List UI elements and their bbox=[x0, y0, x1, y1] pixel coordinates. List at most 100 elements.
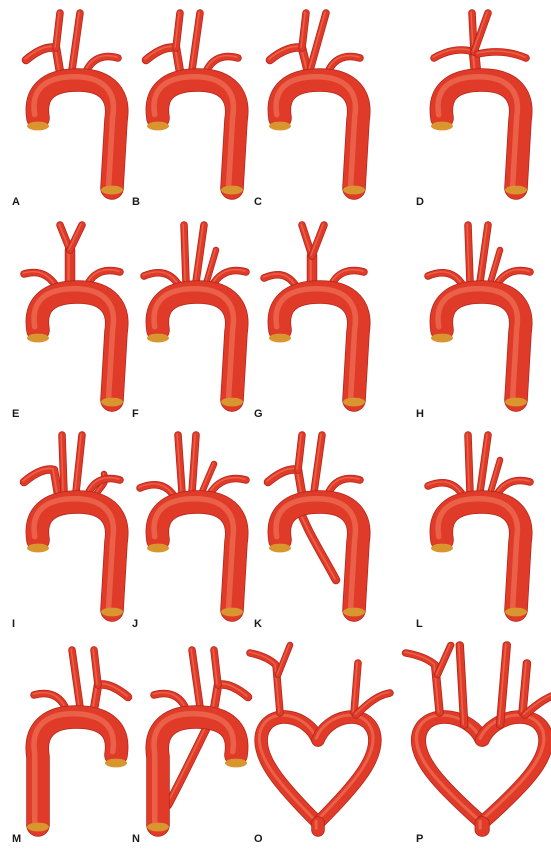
panel-label: L bbox=[416, 618, 423, 630]
left-carotid bbox=[312, 225, 324, 256]
panel-b: B bbox=[128, 8, 265, 219]
vessel-cut-end bbox=[505, 186, 527, 195]
panel-d: D bbox=[412, 8, 549, 219]
vessel-cut-end bbox=[27, 122, 49, 131]
aortic-arch-drawing bbox=[128, 645, 265, 835]
left-carotid bbox=[76, 435, 82, 492]
right-arch-limb bbox=[318, 717, 375, 823]
aortic-arch-drawing bbox=[128, 8, 265, 198]
aortic-arch bbox=[279, 292, 358, 400]
panel-label: K bbox=[254, 618, 262, 630]
left-carotid bbox=[196, 225, 204, 282]
aortic-arch bbox=[157, 502, 236, 610]
vessel-cut-end bbox=[221, 186, 243, 195]
left-carotid bbox=[314, 435, 322, 492]
vessel-cut-end bbox=[431, 544, 453, 553]
panel-label: N bbox=[132, 833, 140, 845]
panel-c: C bbox=[250, 8, 387, 219]
double-arch-group bbox=[405, 644, 551, 830]
vessel-cut-end bbox=[27, 823, 49, 832]
left-carotid bbox=[70, 225, 82, 250]
aortic-arch-drawing bbox=[412, 645, 549, 835]
right-carotid bbox=[437, 645, 450, 675]
panel-label: E bbox=[12, 408, 20, 420]
aortic-arch bbox=[37, 80, 116, 188]
panel-p: P bbox=[412, 645, 549, 856]
panel-label: P bbox=[416, 833, 424, 845]
panel-label: M bbox=[12, 833, 22, 845]
aortic-arch-drawing bbox=[412, 8, 549, 198]
vessel-cut-end bbox=[147, 122, 169, 131]
aortic-arch-drawing bbox=[412, 220, 549, 410]
vessel-cut-end bbox=[221, 398, 243, 407]
aortic-arch bbox=[441, 502, 520, 610]
aortic-arch bbox=[157, 292, 236, 400]
vessel-cut-end bbox=[343, 608, 365, 617]
vessel-cut-end bbox=[505, 608, 527, 617]
vessel-cut-end bbox=[269, 334, 291, 343]
left-carotid bbox=[480, 225, 488, 282]
panel-g: G bbox=[250, 220, 387, 431]
vessel-cut-end bbox=[147, 544, 169, 553]
vessel-cut-end bbox=[269, 544, 291, 553]
vessel-cut-end bbox=[221, 608, 243, 617]
vessel-cut-end bbox=[431, 122, 453, 131]
panel-label: H bbox=[416, 408, 424, 420]
panel-label: C bbox=[254, 196, 262, 208]
vessel-cut-end bbox=[269, 122, 291, 131]
aortic-arch bbox=[37, 292, 116, 400]
right-arch-limb bbox=[482, 717, 546, 823]
panel-a: A bbox=[8, 8, 145, 219]
panel-m: M bbox=[8, 645, 145, 856]
aortic-arch-drawing bbox=[250, 220, 387, 410]
panel-label: D bbox=[416, 196, 424, 208]
left-carotid bbox=[192, 650, 200, 707]
aortic-arch bbox=[279, 80, 358, 188]
aortic-arch-drawing bbox=[250, 645, 387, 835]
panel-f: F bbox=[128, 220, 265, 431]
panel-n: N bbox=[128, 645, 265, 856]
aortic-arch bbox=[37, 502, 116, 610]
aortic-arch bbox=[441, 292, 520, 400]
vessel-cut-end bbox=[147, 823, 169, 832]
aortic-arch-drawing bbox=[8, 8, 145, 198]
vessel-cut-end bbox=[105, 759, 127, 768]
panel-label: O bbox=[254, 833, 263, 845]
vessel-cut-end bbox=[343, 398, 365, 407]
vessel-cut-end bbox=[505, 398, 527, 407]
vessel-cut-end bbox=[27, 334, 49, 343]
left-carotid bbox=[310, 13, 326, 70]
vessel-cut-end bbox=[431, 334, 453, 343]
aortic-arch-drawing bbox=[250, 8, 387, 198]
panel-l: L bbox=[412, 430, 549, 641]
panel-label: F bbox=[132, 408, 139, 420]
double-arch-group bbox=[249, 644, 390, 830]
panel-h: H bbox=[412, 220, 549, 431]
left-carotid bbox=[192, 13, 200, 70]
right-carotid bbox=[278, 645, 290, 675]
aortic-arch-drawing bbox=[8, 645, 145, 835]
aortic-arch bbox=[157, 80, 236, 188]
vessel-cut-end bbox=[101, 186, 123, 195]
panel-label: I bbox=[12, 618, 16, 630]
panel-j: J bbox=[128, 430, 265, 641]
panel-label: B bbox=[132, 196, 140, 208]
panel-e: E bbox=[8, 220, 145, 431]
left-carotid bbox=[480, 435, 488, 492]
vessel-cut-end bbox=[225, 759, 247, 768]
panel-label: A bbox=[12, 196, 20, 208]
aortic-arch-drawing bbox=[412, 430, 549, 620]
left-carotid bbox=[72, 650, 80, 707]
vessel-cut-end bbox=[27, 544, 49, 553]
left-carotid-highlight bbox=[309, 12, 325, 69]
aortic-arch-drawing bbox=[8, 430, 145, 620]
panel-o: O bbox=[250, 645, 387, 856]
left-carotid bbox=[72, 13, 80, 70]
vessel-cut-end bbox=[101, 398, 123, 407]
vessel-cut-end bbox=[147, 334, 169, 343]
panel-label: J bbox=[132, 618, 139, 630]
panel-k: K bbox=[250, 430, 387, 641]
aortic-arch-drawing bbox=[250, 430, 387, 620]
aortic-arch bbox=[441, 80, 520, 188]
panel-i: I bbox=[8, 430, 145, 641]
